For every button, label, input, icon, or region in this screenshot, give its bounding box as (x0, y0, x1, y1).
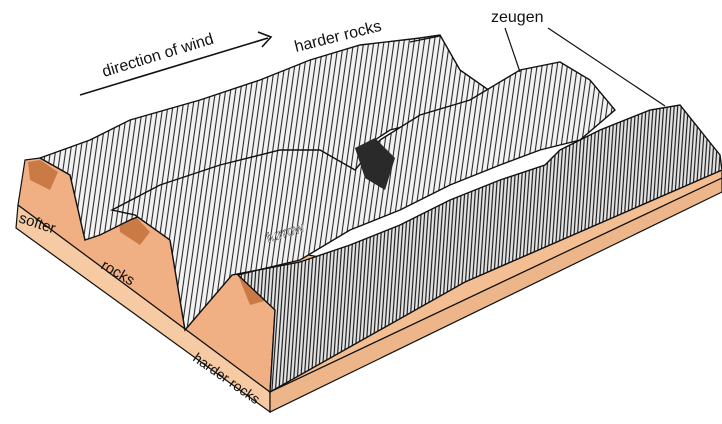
label-zeugen: zeugen (491, 9, 544, 26)
label-direction-of-wind: direction of wind (100, 31, 216, 81)
zeugen-pointer-left (505, 28, 520, 72)
